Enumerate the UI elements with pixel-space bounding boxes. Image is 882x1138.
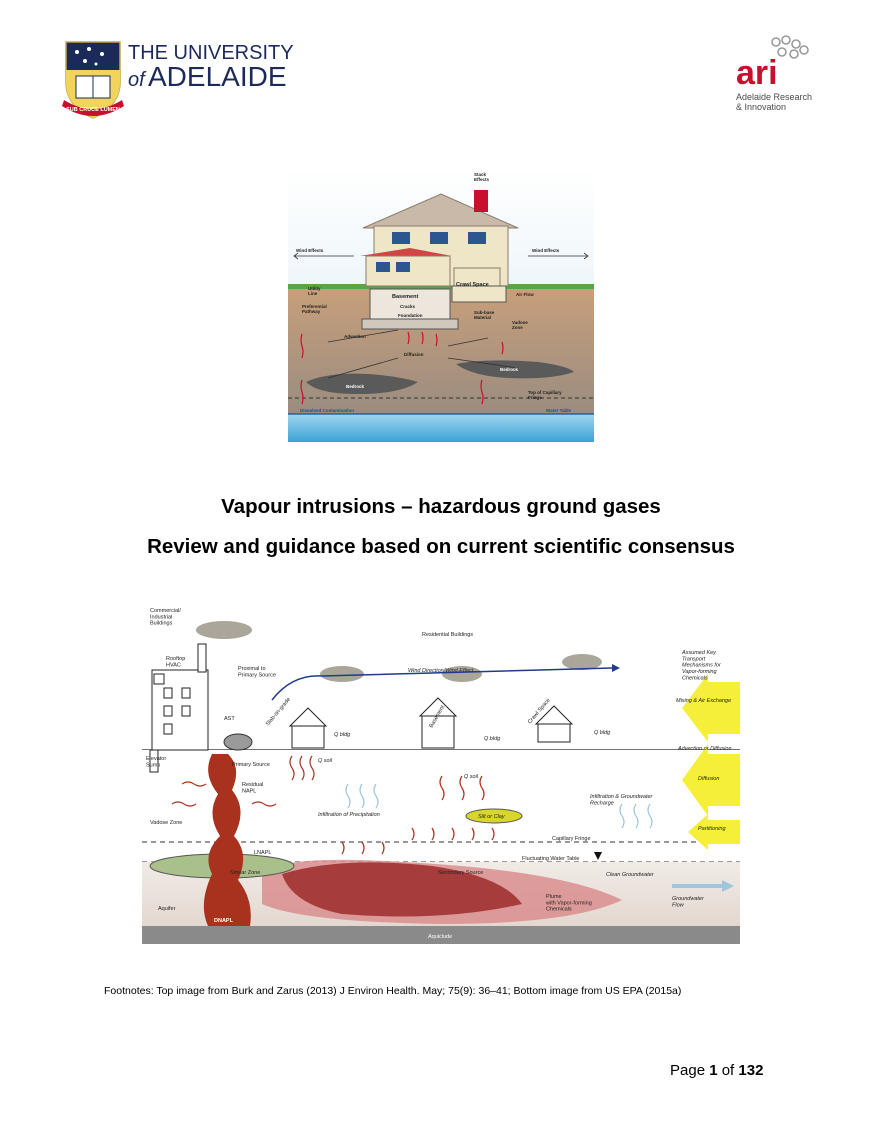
- bf-silt: Silt or Clay: [478, 814, 506, 820]
- bf-clean: Clean Groundwater: [606, 872, 655, 878]
- tf-advection: Advection: [344, 334, 366, 339]
- tf-bedrock2: Bedrock: [500, 367, 519, 372]
- tf-diffusion: Diffusion: [404, 352, 424, 357]
- tf-crawl: Crawl Space: [456, 282, 489, 288]
- tf-wind-left: Wind Effects: [296, 248, 324, 253]
- bf-capillary: Capillary Fringe: [552, 836, 591, 842]
- bf-infil-p: Infiltration of Precipitation: [318, 812, 380, 818]
- bf-vadose: Vadose Zone: [150, 820, 182, 826]
- bf-qbldg3: Q bldg: [594, 730, 611, 736]
- tf-cracks: Cracks: [400, 304, 416, 309]
- bf-qbldg2: Q bldg: [484, 736, 501, 742]
- page-total: 132: [738, 1062, 764, 1079]
- bf-qsoil1: Q soil: [318, 758, 333, 764]
- tf-airflow: Air Flow: [516, 292, 534, 297]
- uni-motto: SUB CRUCE LUMEN: [66, 107, 120, 113]
- ari-line1: Adelaide Research: [736, 92, 812, 102]
- ari-line2: & Innovation: [736, 102, 786, 112]
- tf-wind-right: Wind Effects: [532, 248, 560, 253]
- page-number: Page 1 of 132: [670, 1062, 763, 1079]
- document-subtitle: Review and guidance based on current sci…: [147, 535, 735, 558]
- bf-qsoil2: Q soil: [464, 774, 479, 780]
- bf-advection: Advection or Diffusion: [677, 746, 732, 752]
- bf-dnapl: DNAPL: [214, 918, 234, 924]
- page-prefix: Page: [670, 1062, 710, 1079]
- bf-slab: Slab-on-grade: [265, 697, 292, 728]
- tf-watertable: Water Table: [546, 408, 572, 413]
- tf-dissolved: Dissolved Contamination: [300, 408, 354, 413]
- bf-smear: Smear Zone: [230, 870, 260, 876]
- tf-basement: Basement: [392, 294, 418, 300]
- ari-mark: ari: [736, 54, 778, 92]
- page-sep: of: [717, 1062, 739, 1079]
- document-title: Vapour intrusions – hazardous ground gas…: [221, 495, 661, 518]
- bf-residential: Residential Buildings: [422, 632, 473, 638]
- bf-fluctuating: Fluctuating Water Table: [522, 856, 579, 862]
- uni-crest-icon: SUB CRUCE LUMEN THE UNIVERSITY of ADELAI…: [62, 41, 294, 119]
- bf-wind: Wind Direction/Wind Effect: [408, 668, 474, 674]
- uni-line1: THE UNIVERSITY: [128, 42, 294, 64]
- bf-qbldg1: Q bldg: [334, 732, 351, 738]
- bf-ast: AST: [224, 716, 235, 722]
- bf-partitioning: Partitioning: [698, 826, 726, 832]
- footnote: Footnotes: Top image from Burk and Zarus…: [104, 985, 682, 997]
- tf-bedrock1: Bedrock: [346, 384, 365, 389]
- bf-lnapl: LNAPL: [254, 850, 271, 856]
- uni-of: of: [128, 69, 147, 91]
- university-of-adelaide-logo: SUB CRUCE LUMEN THE UNIVERSITY of ADELAI…: [62, 40, 294, 120]
- tf-foundation: Foundation: [398, 313, 423, 318]
- bf-mixing: Mixing & Air Exchange: [676, 698, 731, 704]
- bf-aquifer: Aquifer: [158, 906, 176, 912]
- ari-dots-icon: ari Adelaide Research & Innovation: [736, 35, 812, 112]
- bf-diffusion: Diffusion: [698, 776, 719, 782]
- bf-secondary: Secondary Source: [438, 870, 483, 876]
- bf-primary: Primary Source: [232, 762, 270, 768]
- bf-aquiclude: Aquiclude: [428, 934, 452, 940]
- uni-name: ADELAIDE: [148, 61, 287, 92]
- ari-logo: ari Adelaide Research & Innovation: [730, 34, 830, 120]
- page-current: 1: [709, 1062, 718, 1079]
